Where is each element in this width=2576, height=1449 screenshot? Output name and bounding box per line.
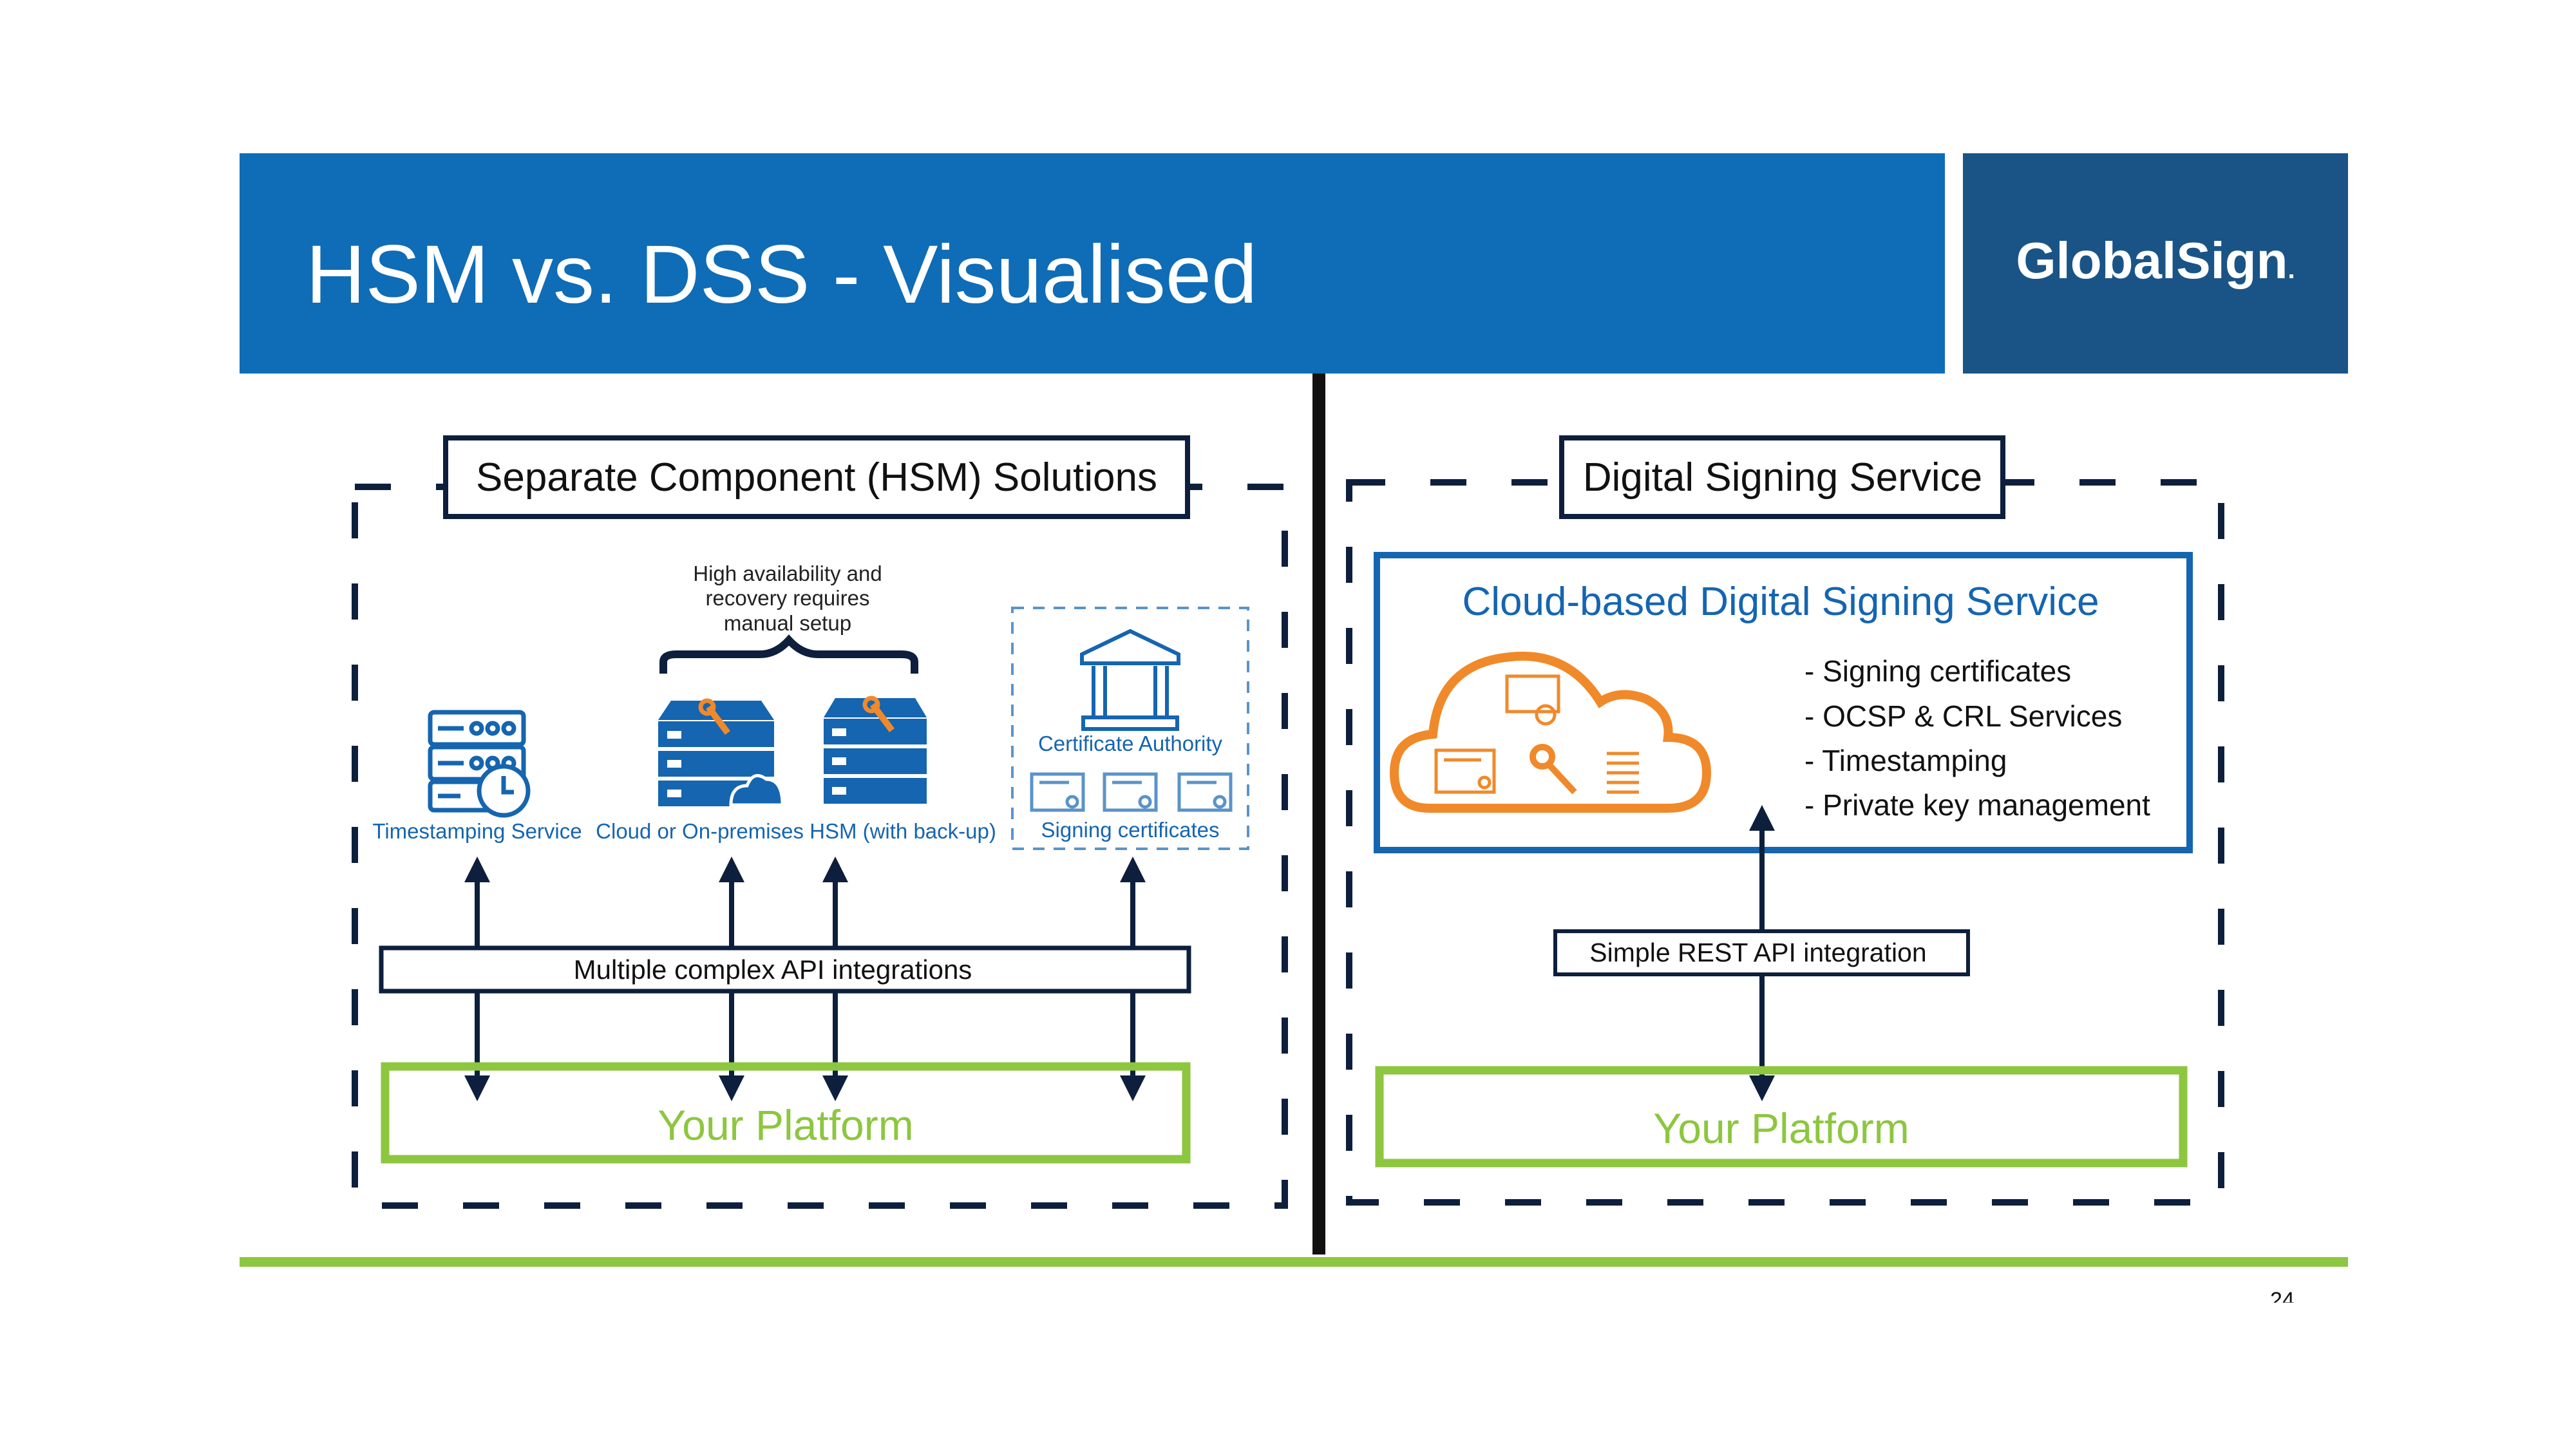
availability-note: High availability and recovery requires … [693, 562, 882, 635]
certificate-authority-icon [1080, 629, 1180, 731]
left-api-box [379, 945, 1191, 994]
feature-list: - Signing certificates - OCSP & CRL Serv… [1804, 654, 2150, 822]
logo-box [1963, 153, 2348, 374]
right-platform-label: Your Platform [1653, 1104, 1909, 1152]
hsm-server-icon [658, 698, 784, 807]
hsm-label: Cloud or On-premises HSM (with back-up) [596, 819, 996, 843]
page-title: HSM vs. DSS - Visualised [306, 229, 1257, 321]
ca-label: Certificate Authority [1038, 732, 1223, 755]
certs-label: Signing certificates [1041, 818, 1220, 842]
right-api-box [1553, 929, 1970, 976]
svg-text:- OCSP & CRL Services: - OCSP & CRL Services [1804, 699, 2122, 733]
left-dashed-frame [352, 484, 1288, 1209]
cloud-signing-icon [1389, 651, 1712, 813]
ca-dashed-box [1011, 607, 1249, 850]
right-title-box [1559, 435, 2005, 519]
svg-text:manual setup: manual setup [724, 611, 851, 635]
timestamping-server-icon [428, 710, 531, 818]
right-platform-box [1375, 1066, 2188, 1168]
right-api-label: Simple REST API integration [1589, 938, 1926, 967]
timestamping-label: Timestamping Service [372, 819, 582, 843]
footer-line [240, 1257, 2348, 1267]
center-divider [1312, 374, 1325, 1255]
left-title: Separate Component (HSM) Solutions [476, 455, 1157, 500]
svg-text:High availability and: High availability and [693, 562, 882, 585]
brace-icon [659, 634, 918, 674]
hsm-backup-server-icon [824, 696, 927, 804]
left-platform-box [381, 1062, 1191, 1164]
left-api-label: Multiple complex API integrations [574, 954, 972, 985]
svg-text:- Private key management: - Private key management [1804, 788, 2150, 822]
page-number: 24 [2270, 1288, 2295, 1312]
cloud-service-title: Cloud-based Digital Signing Service [1462, 580, 2099, 624]
signing-certificate-icons [1030, 772, 1233, 812]
title-banner [240, 153, 1945, 374]
left-title-box [443, 435, 1190, 519]
left-platform-label: Your Platform [658, 1101, 913, 1149]
svg-text:- Signing certificates: - Signing certificates [1804, 654, 2071, 688]
right-title: Digital Signing Service [1583, 455, 1982, 500]
cloud-service-box [1374, 552, 2193, 853]
svg-text:- Timestamping: - Timestamping [1804, 744, 2007, 777]
globalsign-logo: GlobalSign. [2016, 232, 2295, 289]
svg-text:recovery requires: recovery requires [706, 586, 870, 610]
